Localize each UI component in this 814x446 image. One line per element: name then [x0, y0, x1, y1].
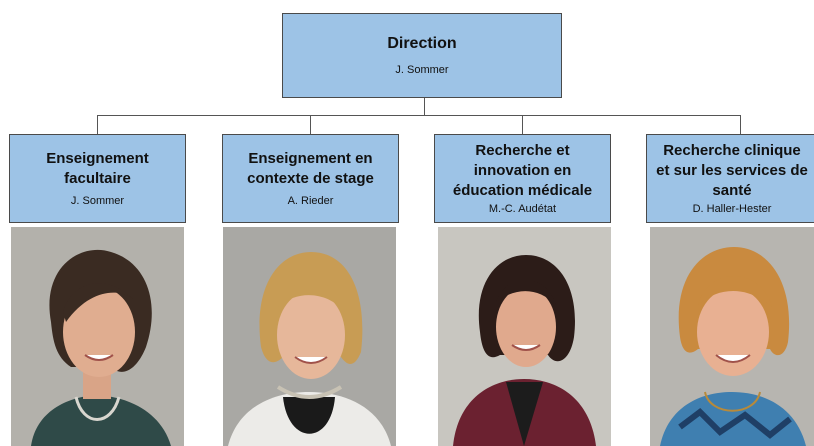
- connector-to-unit-1: [97, 115, 98, 135]
- unit-box-enseignement-facultaire: Enseignement facultaire J. Sommer: [9, 134, 186, 223]
- connector-to-unit-2: [310, 115, 311, 135]
- connector-horizontal-bar: [97, 115, 741, 116]
- unit-person: J. Sommer: [70, 195, 125, 207]
- unit-box-enseignement-stage: Enseignement en contexte de stage A. Rie…: [222, 134, 399, 223]
- unit-person: M.-C. Audétat: [488, 203, 557, 215]
- unit-box-recherche-innovation: Recherche et innovation en éducation méd…: [434, 134, 611, 223]
- connector-to-unit-4: [740, 115, 741, 135]
- unit-person: D. Haller-Hester: [692, 203, 772, 215]
- unit-title: Enseignement facultaire: [46, 150, 149, 187]
- unit-title: Recherche et innovation en éducation méd…: [452, 142, 593, 199]
- direction-title: Direction: [387, 35, 457, 52]
- portrait-photo-1: [11, 227, 184, 446]
- unit-title: Recherche clinique et sur les services d…: [656, 142, 808, 199]
- unit-box-recherche-clinique: Recherche clinique et sur les services d…: [646, 134, 814, 223]
- connector-direction-stem: [424, 98, 425, 116]
- portrait-photo-2: [223, 227, 396, 446]
- unit-title: Enseignement en contexte de stage: [247, 150, 374, 187]
- direction-person: J. Sommer: [395, 64, 449, 76]
- portrait-photo-3: [438, 227, 611, 446]
- direction-box: Direction J. Sommer: [282, 13, 562, 98]
- portrait-photo-4: [650, 227, 814, 446]
- unit-person: A. Rieder: [287, 195, 334, 207]
- connector-to-unit-3: [522, 115, 523, 135]
